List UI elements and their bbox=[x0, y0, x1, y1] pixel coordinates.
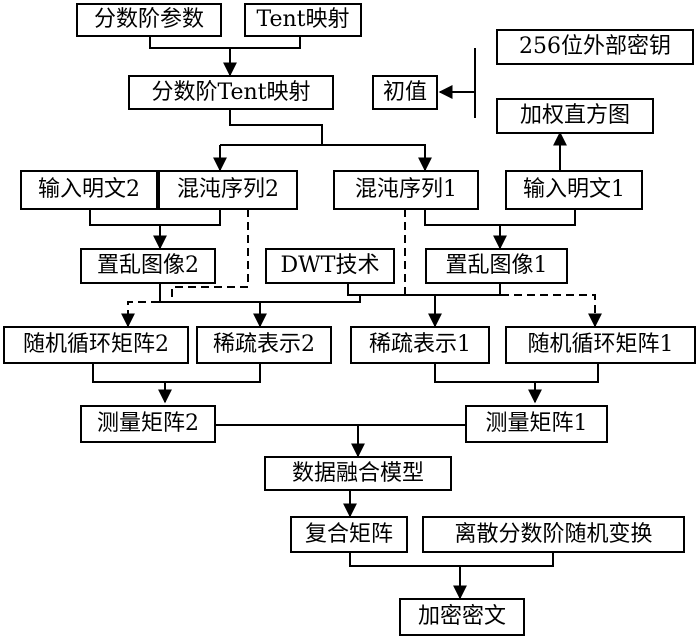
node-fusion: 数据融合模型 bbox=[264, 456, 452, 491]
node-cipher: 加密密文 bbox=[399, 598, 525, 636]
node-sparse1: 稀疏表示1 bbox=[350, 326, 490, 364]
node-frac-tent-map: 分数阶Tent映射 bbox=[128, 75, 334, 110]
node-plain2: 输入明文2 bbox=[20, 170, 158, 210]
node-scramble2: 置乱图像2 bbox=[80, 248, 216, 284]
node-rcm1: 随机循环矩阵1 bbox=[505, 326, 696, 364]
node-frac-params: 分数阶参数 bbox=[76, 3, 222, 37]
node-composite: 复合矩阵 bbox=[290, 516, 408, 553]
node-ext-key: 256位外部密钥 bbox=[496, 29, 694, 65]
node-rcm2: 随机循环矩阵2 bbox=[3, 326, 189, 364]
node-tent-map: Tent映射 bbox=[244, 3, 362, 37]
node-plain1: 输入明文1 bbox=[505, 170, 643, 210]
node-chaos2: 混沌序列2 bbox=[158, 170, 298, 210]
node-meas2: 测量矩阵2 bbox=[80, 405, 216, 443]
node-weighted-hist: 加权直方图 bbox=[496, 98, 654, 134]
node-dwt: DWT技术 bbox=[265, 248, 395, 284]
node-scramble1: 置乱图像1 bbox=[425, 248, 568, 284]
node-dfrt: 离散分数阶随机变换 bbox=[422, 516, 685, 553]
node-meas1: 测量矩阵1 bbox=[465, 405, 608, 443]
node-init-value: 初值 bbox=[372, 75, 438, 110]
node-sparse2: 稀疏表示2 bbox=[196, 326, 332, 364]
node-chaos1: 混沌序列1 bbox=[333, 170, 479, 210]
